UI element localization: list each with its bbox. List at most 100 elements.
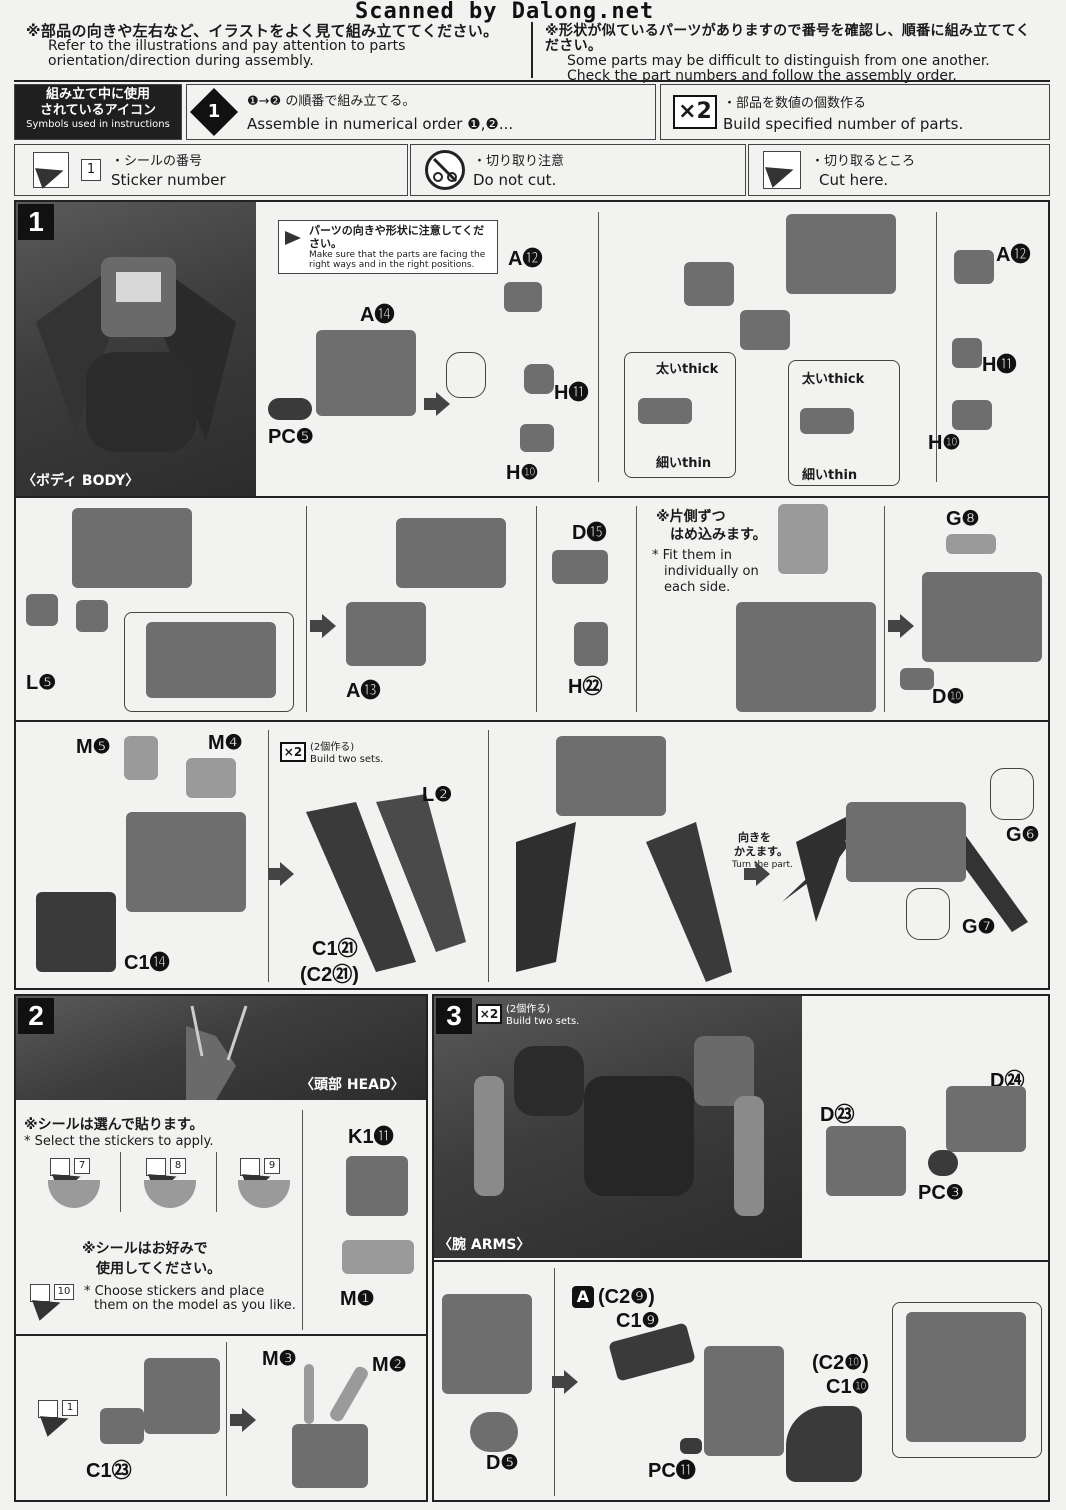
sticker-shape-8	[144, 1180, 196, 1208]
label-G6: G❻	[1006, 824, 1040, 846]
sticker-jp: ・シールの番号	[111, 154, 203, 169]
step3-number: 3	[436, 998, 472, 1034]
label-D10: D❿	[932, 686, 965, 708]
arms-photo-label: 〈腕 ARMS〉	[438, 1237, 531, 1253]
sticker-7: 7	[74, 1158, 90, 1174]
warning-en-1: Make sure that the parts are facing the	[309, 250, 486, 260]
note-left: ※部品の向きや左右など、イラストをよく見て組み立ててください。 Refer to…	[14, 22, 531, 78]
sticker-icon	[38, 1400, 58, 1418]
nocut-en: Do not cut.	[473, 171, 557, 189]
part-C1-10	[786, 1406, 862, 1482]
next-arrow	[310, 614, 336, 638]
part-A12-b	[954, 250, 994, 284]
legend-title-jp-1: 組み立て中に使用	[45, 87, 150, 102]
x2-en-step1: Build two sets.	[310, 754, 384, 765]
part-body-core	[786, 214, 896, 294]
next-arrow	[744, 862, 770, 886]
head-photo-label: 〈頭部 HEAD〉	[300, 1077, 405, 1093]
part-M4	[186, 758, 236, 798]
label-H11: H⓫	[554, 382, 589, 404]
label-A13: A⓭	[346, 680, 381, 702]
label-C2-21: (C2㉑)	[300, 964, 359, 986]
step1-panel: 〈ボディ BODY〉 1 パーツの向きや形状に注意してください。 Make su…	[14, 200, 1050, 990]
turn-jp-2: かえます。	[734, 845, 788, 858]
order-en: Assemble in numerical order ❶,❷...	[247, 115, 514, 133]
label-A12: A⓬	[508, 248, 543, 270]
legend-title-jp-2: されているアイコン	[40, 103, 156, 118]
part-body-r3a	[126, 812, 246, 912]
label-C1-23: C1㉓	[86, 1460, 132, 1482]
label-thick-1: 太いthick	[656, 362, 719, 377]
part-peg-2	[800, 408, 854, 434]
part-L5-left	[26, 594, 58, 626]
select-stickers-en: * Select the stickers to apply.	[24, 1134, 214, 1149]
label-H10-b: H❿	[928, 432, 961, 454]
x2-badge-icon: ×2	[673, 95, 717, 129]
part-C1-23	[100, 1408, 144, 1444]
head-photo: 〈頭部 HEAD〉	[16, 996, 426, 1100]
warning-en-2: right ways and in the right positions.	[309, 260, 475, 270]
cut-here-icon	[763, 151, 801, 189]
cut-en: Cut here.	[819, 171, 889, 189]
part-G8	[946, 534, 996, 554]
sticker-icon	[30, 1284, 50, 1302]
leg-drawings	[306, 794, 1028, 982]
x2-jp-step1: (2個作る)	[310, 742, 355, 753]
note-left-jp: ※部品の向きや左右など、イラストをよく見て組み立ててください。	[26, 22, 499, 40]
G7-zoom	[906, 888, 950, 940]
step3-panel: 〈腕 ARMS〉 3 ×2 (2個作る) Build two sets. D㉔ …	[432, 994, 1050, 1502]
x2-badge-step1: ×2	[280, 742, 306, 762]
detail-zoom	[446, 352, 486, 398]
part-H22	[574, 622, 608, 666]
step1-number: 1	[18, 204, 54, 240]
part-H10-b	[952, 400, 992, 430]
do-not-cut-icon	[425, 150, 465, 190]
turn-jp-1: 向きを	[738, 831, 771, 844]
part-arm-b	[704, 1346, 784, 1456]
step-order-icon: 1	[189, 87, 239, 137]
note-right-jp: ※形状が似ているパーツがありますので番号を確認し、順番に組み立ててください。	[545, 23, 1031, 54]
label-C2-9: (C2❾)	[598, 1286, 655, 1308]
part-L5-right	[76, 600, 108, 632]
part-M5	[124, 736, 158, 780]
label-PC11: PC⓫	[648, 1460, 696, 1482]
part-arm-detail	[906, 1312, 1026, 1442]
label-D15: D⓯	[572, 522, 607, 544]
icon-legend: 組み立て中に使用 されているアイコン Symbols used in instr…	[14, 84, 1050, 196]
side-note-jp-1: ※片側ずつ	[656, 509, 726, 525]
label-L2: L❷	[422, 784, 453, 806]
label-M5: M❺	[76, 736, 111, 758]
part-body-r2d	[922, 572, 1042, 662]
part-K1-11	[346, 1156, 408, 1216]
part-A14	[316, 330, 416, 416]
part-head-a	[144, 1358, 220, 1434]
nocut-jp: ・切り取り注意	[473, 154, 565, 169]
warning-box: パーツの向きや形状に注意してください。 Make sure that the p…	[278, 220, 498, 274]
part-block-a	[684, 262, 734, 306]
label-G7: G❼	[962, 916, 996, 938]
order-jp: ❶→❷ の順番で組み立てる。	[247, 94, 416, 109]
sticker-10: 10	[54, 1284, 74, 1300]
part-M2	[327, 1364, 371, 1424]
x2-badge-step3: ×2	[476, 1004, 502, 1024]
label-H10: H❿	[506, 462, 539, 484]
label-thin-1: 細いthin	[656, 456, 712, 471]
label-C1-9: C1❾	[616, 1310, 660, 1332]
side-note-en-2: individually on	[664, 564, 759, 579]
sticker-icon	[50, 1158, 70, 1176]
note-left-en-1: Refer to the illustrations and pay atten…	[48, 38, 406, 54]
x2-en: Build specified number of parts.	[723, 115, 964, 133]
optional-stickers-jp-2: 使用してください。	[96, 1261, 222, 1277]
x2-en-step3: Build two sets.	[506, 1016, 580, 1027]
part-D15	[552, 550, 608, 584]
next-arrow	[888, 614, 914, 638]
label-D5: D❺	[486, 1452, 519, 1474]
label-K1-11: K1⓫	[348, 1126, 394, 1148]
next-arrow	[552, 1370, 578, 1394]
legend-title-en: Symbols used in instructions	[26, 119, 170, 130]
label-M4: M❹	[208, 732, 243, 754]
label-C1-10: C1❿	[826, 1376, 870, 1398]
label-M3: M❸	[262, 1348, 297, 1370]
sticker-1: 1	[62, 1400, 78, 1416]
note-right: ※形状が似ているパーツがありますので番号を確認し、順番に組み立ててください。 S…	[531, 22, 1050, 84]
